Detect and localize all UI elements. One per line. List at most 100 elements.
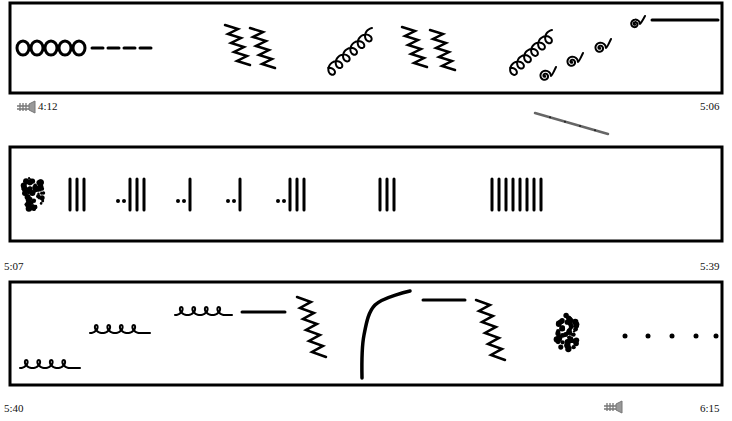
- dot-mark: [646, 334, 651, 339]
- bar-mark: [526, 179, 529, 210]
- dot-cluster: [37, 183, 41, 187]
- dot-mark: [232, 199, 236, 203]
- dot-mark: [122, 199, 126, 203]
- bar-mark: [512, 179, 515, 210]
- spiral-mark: [567, 53, 583, 66]
- dot-cluster: [567, 336, 570, 339]
- dot-cluster: [30, 179, 35, 184]
- score-panel: [10, 147, 722, 241]
- time-label: 5:40: [4, 403, 24, 414]
- dash-line: [124, 47, 135, 50]
- circle-note: [31, 41, 43, 55]
- dot-mark: [176, 199, 180, 203]
- dot-cluster: [560, 325, 565, 330]
- dot-cluster: [573, 341, 579, 347]
- score-panel: [10, 282, 722, 385]
- flute-icon: [535, 113, 608, 134]
- dot-cluster: [563, 332, 568, 337]
- score-panel: [10, 3, 722, 93]
- bar-mark: [498, 179, 501, 210]
- dot-cluster: [32, 198, 36, 202]
- dot-cluster: [34, 205, 37, 208]
- dot-cluster: [22, 191, 27, 196]
- held-line: [70, 367, 80, 369]
- time-label: 5:39: [700, 261, 720, 272]
- dot-cluster: [27, 200, 32, 205]
- coil-line: [20, 360, 70, 368]
- zigzag-line: [225, 25, 250, 65]
- dot-cluster: [566, 316, 571, 321]
- bar-mark: [296, 179, 299, 210]
- bar-mark: [533, 179, 536, 210]
- circle-note: [45, 41, 57, 55]
- dot-cluster: [558, 345, 563, 350]
- bar-mark: [491, 179, 494, 210]
- dot-mark: [182, 199, 186, 203]
- spiral-mark: [631, 16, 645, 27]
- dot-mark: [116, 199, 120, 203]
- dot-mark: [714, 334, 719, 339]
- bar-mark: [129, 179, 132, 210]
- circle-note: [17, 41, 29, 55]
- dot-cluster: [29, 190, 35, 196]
- dash-line: [108, 47, 119, 50]
- zigzag-line: [297, 297, 326, 357]
- dot-mark: [623, 334, 628, 339]
- circle-note: [73, 41, 85, 55]
- spiral-mark: [595, 39, 611, 52]
- spiral-mark: [540, 67, 556, 80]
- dot-cluster: [567, 328, 572, 333]
- bar-mark: [143, 179, 146, 210]
- coil-line: [510, 30, 552, 75]
- bar-mark: [540, 179, 543, 210]
- time-label: 6:15: [700, 403, 720, 414]
- bar-mark: [379, 179, 382, 210]
- held-line: [652, 19, 718, 22]
- bar-mark: [393, 179, 396, 210]
- dot-cluster: [30, 181, 33, 184]
- dot-mark: [276, 199, 280, 203]
- bar-mark: [136, 179, 139, 210]
- trumpet-icon: [604, 401, 622, 413]
- dash-line: [92, 47, 103, 50]
- held-line: [140, 332, 150, 334]
- bar-mark: [505, 179, 508, 210]
- circle-note: [59, 41, 71, 55]
- bar-mark: [289, 179, 292, 210]
- dot-cluster: [39, 188, 42, 191]
- dot-cluster: [565, 339, 570, 344]
- dot-mark: [282, 199, 286, 203]
- dot-mark: [670, 334, 675, 339]
- dot-cluster: [558, 320, 561, 323]
- dot-cluster: [28, 177, 30, 179]
- dot-mark: [694, 334, 699, 339]
- held-line: [225, 314, 232, 316]
- dot-cluster: [573, 327, 578, 332]
- bar-mark: [76, 179, 79, 210]
- zigzag-line: [402, 27, 427, 67]
- dot-cluster: [24, 203, 27, 206]
- dot-cluster: [560, 340, 564, 344]
- zigzag-line: [476, 300, 505, 360]
- dash-line: [140, 47, 151, 50]
- dot-cluster: [556, 339, 561, 344]
- held-line: [242, 311, 285, 314]
- dot-cluster: [558, 319, 562, 323]
- dot-cluster: [40, 192, 43, 195]
- dot-cluster: [23, 186, 26, 189]
- bar-mark: [239, 179, 242, 210]
- coil-line: [328, 28, 372, 75]
- dot-cluster: [40, 195, 45, 200]
- dot-cluster: [559, 336, 562, 339]
- bar-mark: [303, 179, 306, 210]
- zigzag-line: [430, 30, 455, 70]
- trumpet-icon: [17, 101, 35, 113]
- dot-cluster: [565, 346, 571, 352]
- glide-line: [362, 291, 410, 378]
- dot-cluster: [559, 325, 565, 331]
- coil-line: [175, 307, 225, 315]
- dot-cluster: [27, 196, 31, 200]
- dot-cluster: [40, 202, 43, 205]
